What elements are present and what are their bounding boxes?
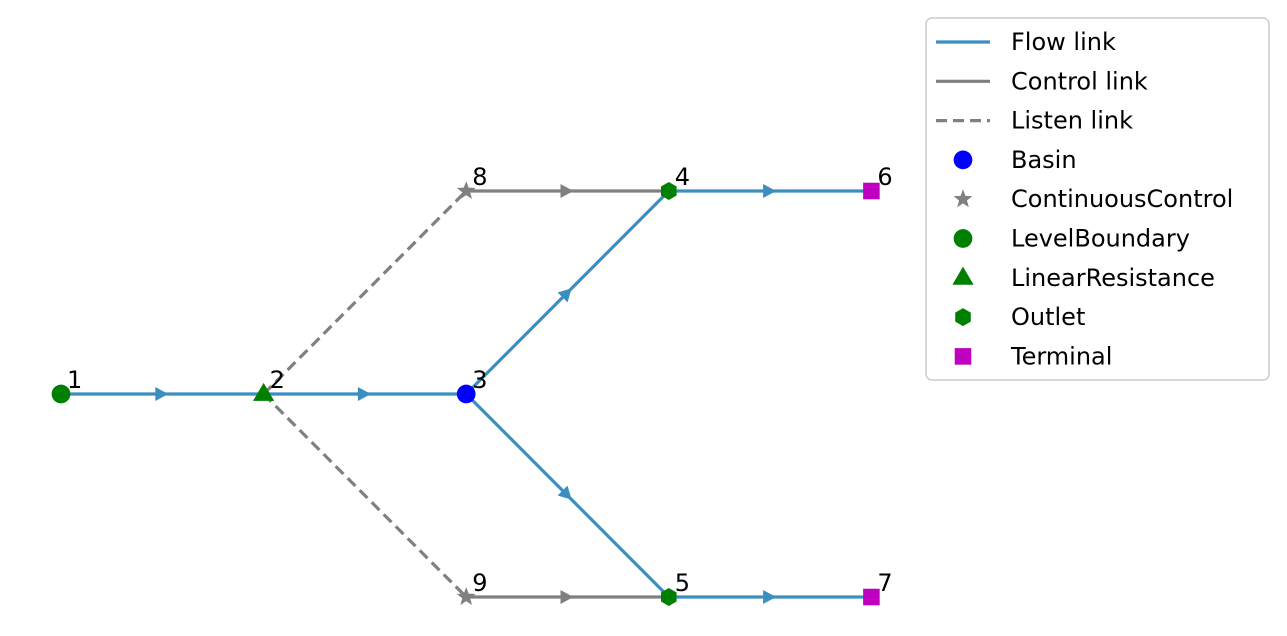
arrowhead-9-5 — [560, 590, 574, 604]
arrowhead-2-3 — [357, 387, 371, 401]
arrowhead-shape — [357, 387, 371, 401]
node-3-basin-marker — [456, 384, 476, 404]
legend-item-outlet: Outlet — [955, 303, 1085, 331]
legend-label: Outlet — [1011, 303, 1085, 331]
nodes-layer — [51, 181, 880, 606]
node-label-8: 8 — [472, 163, 487, 191]
arrowhead-5-7 — [763, 590, 777, 604]
legend-swatch-basin-marker — [953, 150, 973, 170]
node-2-linear-resistance-marker — [252, 382, 275, 401]
arrowhead-shape — [557, 485, 572, 500]
node-label-1: 1 — [67, 366, 82, 394]
legend-swatch-terminal-marker — [954, 348, 972, 365]
node-label-2: 2 — [270, 366, 285, 394]
legend-label: Control link — [1011, 67, 1148, 95]
node-4-outlet-marker — [661, 182, 677, 200]
legend-item-terminal: Terminal — [954, 342, 1112, 370]
legend-frame — [925, 17, 1270, 381]
legend-item-basin: Basin — [953, 146, 1077, 174]
node-label-6: 6 — [877, 163, 892, 191]
arrowhead-3-5 — [557, 485, 572, 500]
listen-link-2-8 — [262, 189, 468, 396]
node-label-7: 7 — [877, 569, 892, 597]
arrowhead-shape — [560, 184, 574, 198]
node-label-5: 5 — [675, 569, 690, 597]
legend-swatch-continuous_control-marker — [953, 189, 973, 208]
legend-label: Flow link — [1011, 28, 1116, 56]
node-6-terminal-marker — [863, 182, 880, 200]
node-label-3: 3 — [472, 366, 487, 394]
arrowhead-shape — [155, 387, 169, 401]
legend-item-level-boundary: LevelBoundary — [953, 225, 1190, 253]
legend-label: ContinuousControl — [1011, 185, 1233, 213]
legend-swatch-level_boundary-marker — [953, 229, 973, 248]
arrowhead-shape — [763, 184, 777, 198]
node-9-continuous-control-marker — [456, 587, 476, 606]
node-1-level-boundary-marker — [51, 384, 71, 404]
arrowhead-shape — [557, 288, 572, 303]
arrowhead-shape — [560, 590, 574, 604]
arrowhead-shape — [763, 590, 777, 604]
node-label-4: 4 — [675, 163, 690, 191]
legend-label: Basin — [1011, 146, 1077, 174]
node-8-continuous-control-marker — [456, 181, 476, 200]
arrows-layer — [155, 184, 777, 604]
arrowhead-4-6 — [763, 184, 777, 198]
node-label-9: 9 — [472, 569, 487, 597]
legend-label: Terminal — [1010, 342, 1112, 370]
legend-item-continuous-control: ContinuousControl — [953, 185, 1233, 213]
arrowhead-3-4 — [557, 288, 572, 303]
legend-item-flowlink: Flow link — [936, 28, 1116, 56]
legend-swatch-linear_resistance-marker — [952, 266, 974, 285]
legend-item-linear-resistance: LinearResistance — [952, 264, 1215, 292]
legend-label: LinearResistance — [1011, 264, 1215, 292]
legend-item-listenlink: Listen link — [936, 107, 1133, 135]
listen-link-2-9 — [262, 392, 468, 599]
legend-label: LevelBoundary — [1011, 225, 1190, 253]
node-5-outlet-marker — [661, 588, 677, 606]
node-7-terminal-marker — [863, 588, 880, 606]
node-labels-layer: 1 2 3 4 5 6 7 8 9 — [67, 163, 893, 597]
arrowhead-8-4 — [560, 184, 574, 198]
legend-item-controllink: Control link — [936, 67, 1148, 95]
arrowhead-1-2 — [155, 387, 169, 401]
legend-swatch-outlet-marker — [955, 308, 971, 327]
legend-label: Listen link — [1011, 107, 1133, 135]
